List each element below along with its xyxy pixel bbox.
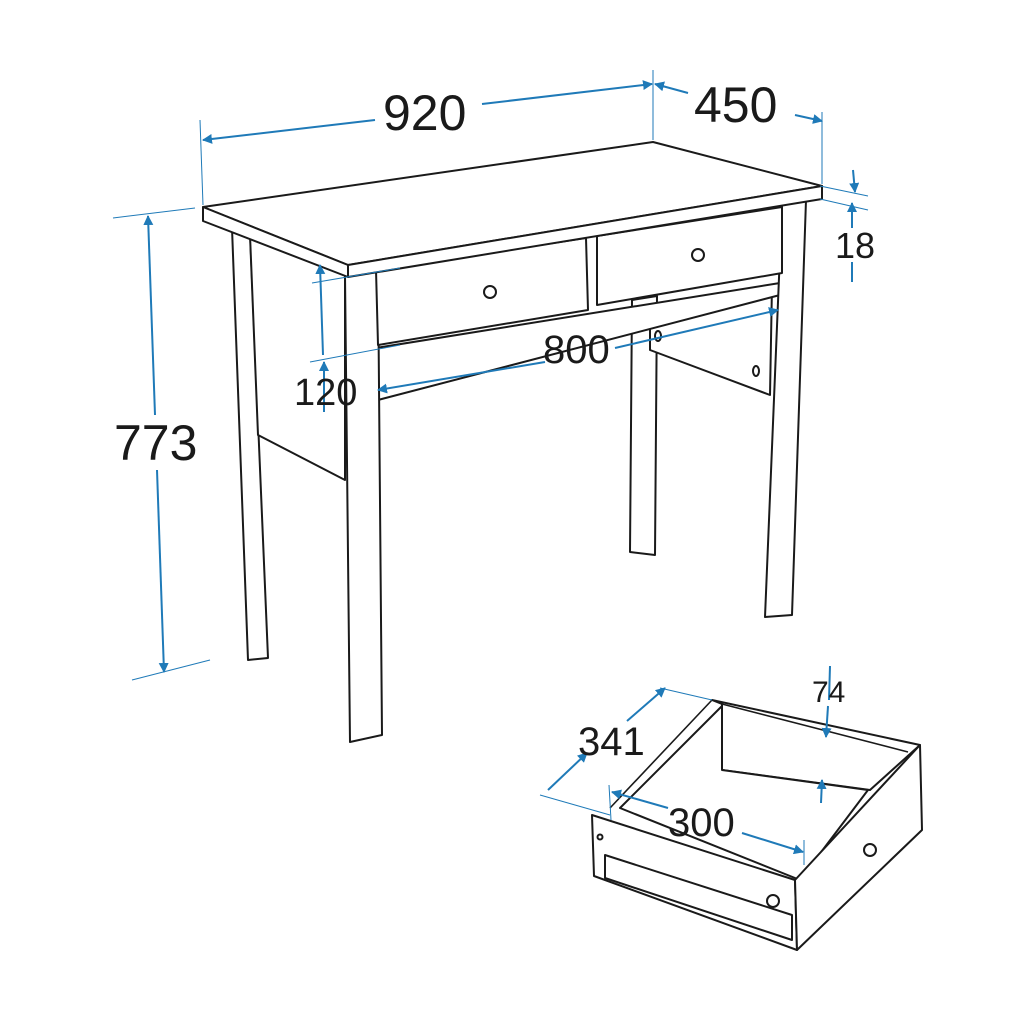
top-thickness-label: 18 <box>835 225 876 266</box>
drawer-height-label: 74 <box>812 676 846 709</box>
inner-width-label: 800 <box>543 328 610 372</box>
drawer-right-panel <box>794 744 923 951</box>
desk <box>202 141 823 743</box>
apron-height-label: 120 <box>294 372 358 414</box>
drawer-width-label: 300 <box>668 801 735 845</box>
knob-right <box>691 248 705 262</box>
drawer-depth-label: 341 <box>578 720 645 764</box>
back-right-leg <box>629 295 658 556</box>
left-side-panel <box>249 234 346 481</box>
dimension-lines <box>112 70 869 865</box>
drawer <box>591 699 923 951</box>
knob-left <box>483 285 497 299</box>
drawer-slide <box>604 854 793 941</box>
hole <box>752 365 760 377</box>
height-label: 773 <box>114 415 198 471</box>
front-left-leg <box>344 269 383 743</box>
hole <box>654 330 662 342</box>
width-label: 920 <box>383 85 467 141</box>
drawer-knob <box>863 843 877 857</box>
depth-label: 450 <box>694 77 778 133</box>
drawer-interior <box>619 705 869 881</box>
